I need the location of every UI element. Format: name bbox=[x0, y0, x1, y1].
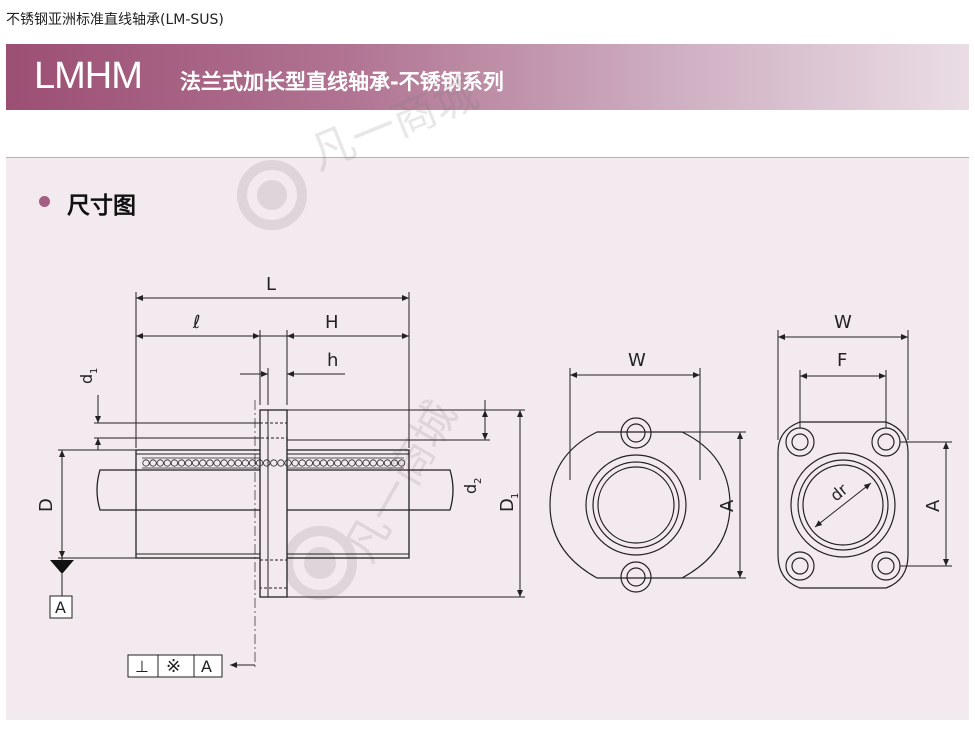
ball-circle bbox=[206, 459, 214, 467]
side-view bbox=[58, 292, 525, 670]
ball-circle bbox=[156, 459, 164, 467]
ball-circle bbox=[277, 459, 285, 467]
ball-circle bbox=[241, 459, 249, 467]
tolerance-datum: A bbox=[201, 657, 212, 676]
label-A-front: A bbox=[717, 499, 738, 512]
label-A-right: A bbox=[923, 499, 944, 512]
ball-circle bbox=[220, 459, 228, 467]
ball-circle bbox=[177, 459, 186, 467]
ball-circle bbox=[255, 459, 264, 467]
ball-circle bbox=[227, 459, 235, 467]
ball-circle bbox=[234, 459, 242, 467]
ball-circle bbox=[305, 459, 313, 467]
ball-circle bbox=[397, 459, 406, 467]
ball-circle bbox=[312, 459, 320, 467]
watermark-text-2: 凡一商城 bbox=[335, 393, 467, 571]
ball-circle bbox=[355, 459, 363, 467]
breadcrumb: 不锈钢亚洲标准直线轴承(LM-SUS) bbox=[6, 12, 224, 28]
label-d1: d bbox=[77, 374, 96, 384]
ball-circle bbox=[376, 459, 384, 467]
ball-circle bbox=[383, 459, 391, 467]
label-d2: d bbox=[461, 484, 480, 494]
section-title: 尺寸图 bbox=[67, 193, 136, 219]
datum-symbol bbox=[49, 558, 74, 619]
ball-circle bbox=[362, 459, 370, 467]
label-D: D bbox=[36, 498, 57, 512]
ball-circle bbox=[326, 459, 335, 467]
label-h: h bbox=[327, 350, 338, 371]
tolerance-perpendicularity: ⊥ bbox=[135, 657, 149, 676]
tolerance-value: ※ bbox=[166, 656, 181, 677]
label-F: F bbox=[837, 350, 847, 371]
ball-circle bbox=[213, 459, 221, 467]
ball-circle bbox=[263, 459, 271, 467]
label-D1: D bbox=[497, 498, 518, 512]
ball-circle bbox=[142, 459, 150, 467]
title-banner: LMHM 法兰式加长型直线轴承-不锈钢系列 bbox=[6, 44, 969, 110]
label-W-right: W bbox=[834, 312, 852, 333]
label-ell: ℓ bbox=[192, 312, 200, 333]
front-view bbox=[549, 368, 746, 593]
ball-circle bbox=[369, 459, 377, 467]
label-d1-sub: 1 bbox=[89, 368, 100, 374]
label-d2-sub: 2 bbox=[473, 478, 484, 484]
ball-circles bbox=[142, 459, 406, 467]
page-title: 法兰式加长型直线轴承-不锈钢系列 bbox=[180, 70, 504, 94]
watermark-text: 凡一商城 bbox=[303, 67, 485, 180]
ball-circle bbox=[185, 459, 193, 467]
ball-circle bbox=[334, 459, 342, 467]
datum-label: A bbox=[55, 598, 66, 617]
ball-circle bbox=[270, 459, 278, 467]
ball-circle bbox=[170, 459, 178, 467]
label-W-front: W bbox=[628, 350, 646, 371]
ball-circle bbox=[298, 459, 306, 467]
ball-circle bbox=[319, 459, 328, 467]
label-D1-sub: 1 bbox=[510, 493, 521, 499]
datum-triangle-icon bbox=[50, 560, 74, 574]
dimension-labels: L ℓ H h d 1 D d 2 D 1 A ⊥ ※ A W A W F dr bbox=[36, 274, 944, 677]
ball-circle bbox=[284, 459, 292, 467]
ball-circle bbox=[149, 459, 157, 467]
ball-circle bbox=[199, 459, 207, 467]
label-L: L bbox=[266, 274, 276, 295]
ball-circle bbox=[248, 459, 257, 467]
ball-circle bbox=[163, 459, 171, 467]
model-code: LMHM bbox=[34, 55, 143, 97]
tolerance-frame bbox=[127, 654, 223, 678]
ball-circle bbox=[390, 459, 399, 467]
label-H: H bbox=[325, 312, 339, 333]
ball-circle bbox=[291, 459, 299, 467]
ball-circle bbox=[348, 459, 356, 467]
bullet-icon bbox=[39, 196, 50, 207]
ball-circle bbox=[192, 459, 200, 467]
right-view bbox=[777, 330, 952, 589]
ball-circle bbox=[341, 459, 349, 467]
